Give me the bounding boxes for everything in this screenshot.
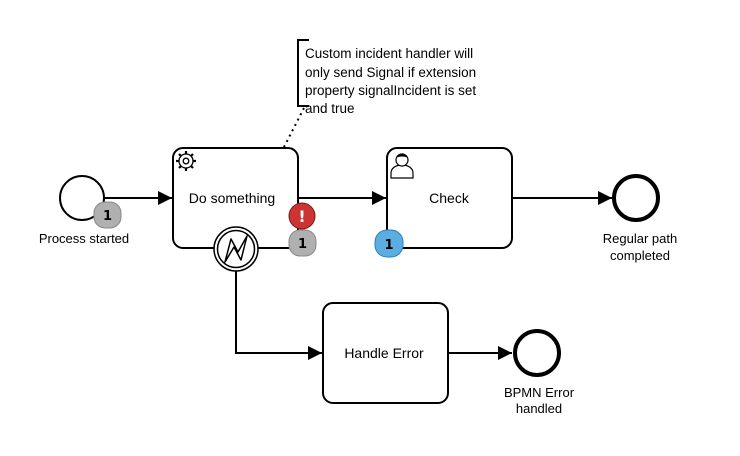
task-shape bbox=[386, 147, 513, 249]
start-event-circle bbox=[59, 175, 105, 221]
end-event-circle bbox=[612, 174, 660, 222]
user-icon bbox=[390, 153, 414, 179]
end-event-error-label-1: BPMN Error bbox=[504, 385, 575, 400]
end-event-error[interactable] bbox=[513, 329, 561, 377]
task-shape bbox=[322, 302, 449, 404]
task-check-label: Check bbox=[429, 190, 470, 206]
end-event-regular-label-2: completed bbox=[610, 248, 670, 263]
start-event-count: 1 bbox=[103, 209, 112, 224]
active-badge-shape bbox=[374, 229, 404, 258]
check-active-badge[interactable]: 1 bbox=[374, 229, 404, 258]
end-event-regular[interactable] bbox=[612, 174, 660, 222]
badge-shape bbox=[288, 229, 317, 257]
annotation-line-4: and true bbox=[305, 101, 355, 116]
end-event-circle bbox=[513, 329, 561, 377]
task-do-something-label: Do something bbox=[189, 190, 275, 206]
text-annotation[interactable]: Custom incident handler will only send S… bbox=[297, 39, 476, 116]
annotation-bracket bbox=[297, 39, 309, 107]
incident-badge-text: ! bbox=[298, 207, 305, 226]
annotation-line-3: property signalIncident is set bbox=[305, 83, 476, 98]
task-handle-error[interactable]: Handle Error bbox=[322, 302, 449, 404]
start-event-completed-badge[interactable]: 1 bbox=[93, 201, 122, 229]
task-handle-error-label: Handle Error bbox=[344, 345, 424, 361]
task-check[interactable]: Check bbox=[386, 147, 513, 249]
end-event-regular-label-1: Regular path bbox=[603, 231, 677, 246]
start-event[interactable] bbox=[59, 175, 105, 221]
annotation-line-1: Custom incident handler will bbox=[305, 46, 473, 61]
do-something-completed-badge[interactable]: 1 bbox=[288, 229, 317, 257]
badge-shape bbox=[93, 201, 122, 229]
annotation-line-2: only send Signal if extension bbox=[305, 65, 476, 80]
error-boundary-event[interactable] bbox=[213, 226, 259, 272]
check-count: 1 bbox=[384, 238, 393, 253]
start-event-label: Process started bbox=[39, 231, 129, 246]
gear-icon bbox=[176, 151, 196, 171]
end-event-error-label-2: handled bbox=[516, 401, 562, 416]
error-lightning-icon bbox=[224, 235, 248, 263]
do-something-count: 1 bbox=[298, 237, 307, 252]
incident-badge-shape bbox=[288, 202, 316, 230]
flow-error-to-handle-error[interactable] bbox=[235, 271, 322, 360]
association-dotted-line bbox=[282, 107, 305, 150]
incident-badge[interactable]: ! bbox=[288, 202, 316, 230]
